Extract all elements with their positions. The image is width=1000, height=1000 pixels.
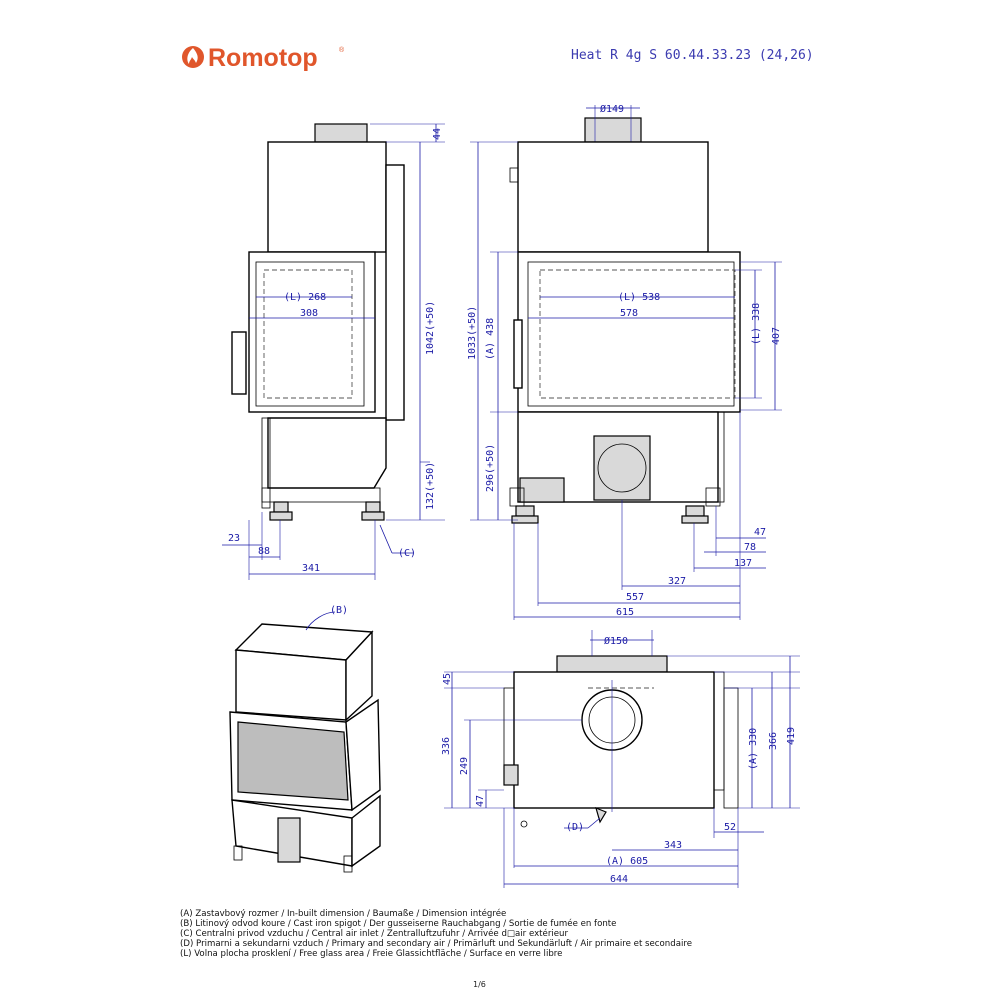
callout-b: (B) [330,605,348,616]
front-door-frame [517,251,741,413]
side-view: (L) 268 308 44 1042(+50) 132(+50) 23 88 … [222,123,445,580]
front-upper-body [517,141,709,253]
brand-name: Romotop [208,44,318,72]
legend: (A) Zastavbový rozmer / In-built dimensi… [180,908,692,959]
front-view: Ø149 (L) 538 578 (L) 338 407 10 [467,103,782,620]
side-door-frame [248,251,376,413]
model-title: Heat R 4g S 60.44.33.23 (24,26) [571,48,814,63]
side-upper-body [267,141,387,253]
dim-side-total-height: 1042(+50) [425,301,436,355]
dim-side-leg-offset: 23 [228,533,240,544]
dim-front-glass-width: (L) 538 [618,292,660,303]
dim-front-width-inner: 557 [626,592,644,603]
callout-c: (C) [398,548,416,559]
page-number: 1/6 [473,980,486,989]
legend-item-b: (B) Litinový odvod koure / Cast iron spi… [180,918,616,929]
dim-side-lower-height: 132(+50) [425,462,436,510]
dim-front-width-total: 615 [616,607,634,618]
side-base [267,417,387,489]
side-flue-spigot [314,123,368,143]
isometric-view: (B) [229,605,381,873]
side-glass-area [263,269,353,399]
callout-d: (D) [566,822,584,833]
dim-top-flue-diameter: Ø150 [604,635,628,647]
dim-top-depth-total: 336 [441,737,452,755]
legend-item-c: (C) Centralni privod vzduchu / Central a… [180,928,568,939]
dim-side-depth: 341 [302,563,320,574]
dim-top-rear-offset: 47 [475,795,486,807]
dim-side-glass-width: (L) 268 [284,292,326,303]
dim-front-leg-c: 137 [734,558,752,569]
dim-front-leg-b: 78 [744,542,756,553]
front-door-handle[interactable] [513,319,523,389]
dim-front-installed-height: (A) 438 [485,318,496,360]
dim-front-opening-height: 407 [771,327,782,345]
dim-front-leg-a: 47 [754,527,766,538]
dim-front-opening-width: 578 [620,308,638,319]
top-view: Ø150 45 336 249 47 (A) 330 366 [441,630,800,888]
dim-front-inlet-offset: 327 [668,576,686,587]
dim-top-flue-x: 343 [664,840,682,851]
front-air-inlet [593,435,651,501]
dim-front-flue-diameter: Ø149 [600,103,624,115]
dim-top-installed-depth: (A) 330 [748,728,759,770]
dim-top-depth-max: 419 [786,727,797,745]
legend-item-d: (D) Primarni a sekundarni vzduch / Prima… [180,939,692,949]
top-flue-spigot [556,655,668,673]
brand-logo: Romotop ® [182,44,345,72]
legend-item-l: (L) Volna plocha prosklení / Free glass … [180,949,562,959]
dim-front-total-height: 1033(+50) [467,306,478,360]
registered-mark: ® [339,46,345,54]
dim-side-leg-spacing: 88 [258,546,270,557]
dim-side-top-offset: 44 [432,128,443,140]
dim-top-depth-mid: 366 [768,732,779,750]
dim-top-top-offset: 45 [442,673,453,685]
dim-front-glass-height: (L) 338 [751,303,762,345]
dim-top-side-offset: 52 [724,822,736,833]
dim-side-opening-width: 308 [300,308,318,319]
dim-top-flue-center: 249 [459,757,470,775]
legend-item-a: (A) Zastavbový rozmer / In-built dimensi… [180,908,506,919]
dim-top-total-width: 644 [610,874,628,885]
flame-circle-icon [182,46,204,68]
dim-top-installed-width: (A) 605 [606,856,648,867]
front-flue-spigot [584,117,642,143]
dim-front-base-height: 296(+50) [485,444,496,492]
front-glass-area [539,269,736,399]
side-door-handle[interactable] [231,331,247,395]
